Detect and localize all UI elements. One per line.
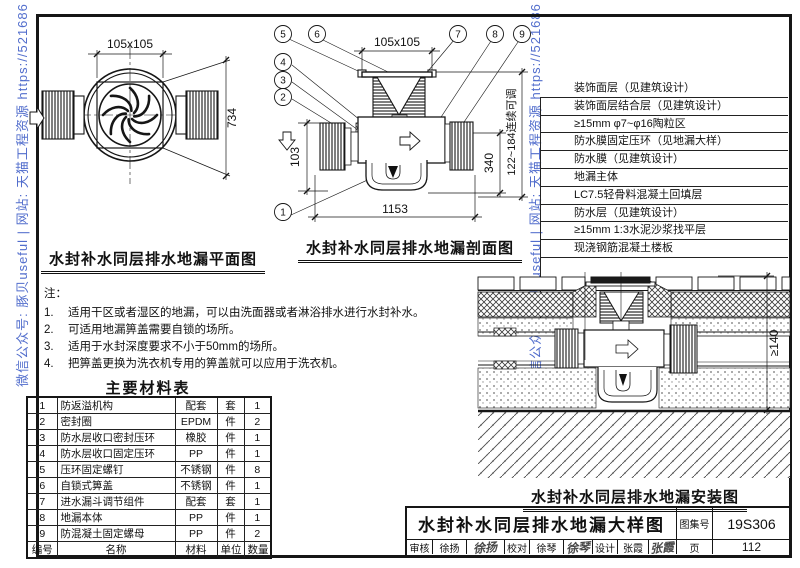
- section-dim-adjust: [436, 68, 528, 201]
- layer-label: 防水膜固定压环（见地漏大样）: [540, 133, 788, 152]
- install-drain-body: [583, 324, 790, 374]
- section-callout-numbers: 1 2 3 4 5 6 7 8 9: [280, 30, 525, 219]
- flow-arrow-icon: [615, 339, 639, 359]
- install-dim-right-label: ≥140: [767, 329, 781, 356]
- install-view-title: 水封补水同层排水地漏安装图: [480, 486, 790, 512]
- section-dim-right: [428, 129, 506, 197]
- install-view-drawing: ≥140: [477, 272, 791, 478]
- atlas-number-label: 图集号: [676, 508, 712, 539]
- vent-arrow-icon: [278, 131, 296, 151]
- flow-arrow-icon: [399, 130, 421, 152]
- install-dim-right: [718, 272, 774, 414]
- plan-dim-right-label: 734: [225, 108, 239, 128]
- layer-label: LC7.5轻骨料混凝土回填层: [540, 187, 788, 205]
- layer-leader-line: [540, 97, 541, 335]
- plan-dim-top-label: 105x105: [107, 37, 153, 51]
- section-dim-right-label: 340: [482, 153, 496, 173]
- notes: 注： 1. 适用干区或者湿区的地漏，可以由洗面器或者淋浴排水进行水封补水。 2.…: [44, 286, 480, 373]
- layer-label: 地漏主体: [540, 169, 788, 187]
- title-block: 水封补水同层排水地漏大样图 图集号 19S306 审核 徐扬 徐扬 校对 徐琴 …: [405, 506, 792, 558]
- section-drain-body: [357, 116, 446, 164]
- design-signature: 张霞: [648, 539, 676, 556]
- svg-text:8: 8: [492, 30, 498, 41]
- section-view-drawing: 1 2 3 4 5 6 7 8 9 105x105 103 1153 340 1…: [274, 25, 531, 222]
- svg-text:6: 6: [314, 30, 320, 41]
- section-dim-top-label: 105x105: [374, 35, 420, 49]
- check-name: 徐琴: [529, 539, 563, 555]
- note-item: 2. 可适用地漏箅盖需要自锁的场所。: [44, 324, 241, 336]
- plan-view-drawing: 105x105 734: [29, 37, 239, 184]
- note-item: 3. 适用于水封深度要求不小于50mm的场所。: [44, 341, 284, 353]
- layer-label: 装饰面层（见建筑设计）: [540, 80, 788, 98]
- flow-arrow-icon: [29, 105, 45, 131]
- install-trap-bowl: [597, 367, 658, 403]
- layer-label: ≥15mm 1:3水泥沙浆找平层: [540, 222, 788, 241]
- plan-dim-right: [162, 56, 231, 180]
- material-table-title: 主要材料表: [105, 380, 191, 397]
- section-dim-top: [354, 47, 440, 70]
- section-grate-funnel: [357, 69, 437, 122]
- section-leader-lines: [288, 38, 519, 216]
- install-slab: [478, 409, 790, 478]
- section-right-connector: [444, 121, 474, 171]
- notes-heading: 注：: [44, 288, 67, 300]
- plan-dim-top: [88, 50, 172, 78]
- svg-text:1: 1: [280, 208, 286, 219]
- layer-label: 现浇钢筋混凝土楼板: [540, 240, 788, 258]
- section-left-connector: [319, 122, 359, 171]
- atlas-number-value: 19S306: [712, 508, 790, 539]
- section-dim-left-label: 103: [288, 147, 302, 167]
- install-left-pipe: [478, 327, 585, 370]
- note-item: 4. 把箅盖更换为洗衣机专用的箅盖就可以应用于洗衣机。: [44, 358, 344, 370]
- plan-right-connector: [175, 90, 219, 140]
- layer-label: 装饰面层结合层（见建筑设计）: [540, 98, 788, 116]
- check-label: 校对: [504, 539, 529, 555]
- page-label: 页: [676, 539, 712, 555]
- layer-label: ≥15mm φ7~φ16陶粒区: [540, 116, 788, 134]
- svg-text:3: 3: [280, 76, 286, 87]
- section-dim-left: [278, 119, 328, 195]
- sheet-title: 水封补水同层排水地漏大样图: [418, 516, 665, 535]
- review-name: 徐扬: [432, 539, 466, 555]
- page-number: 112: [712, 539, 790, 554]
- install-leader-lines: [584, 272, 622, 360]
- note-item: 1. 适用干区或者湿区的地漏，可以由洗面器或者淋浴排水进行水封补水。: [44, 307, 425, 319]
- layer-label: 防水膜（见建筑设计）: [540, 151, 788, 169]
- plan-left-connector: [41, 90, 85, 140]
- check-signature: 徐琴: [563, 539, 592, 556]
- svg-text:5: 5: [280, 30, 286, 41]
- section-trap-bowl: [365, 160, 428, 191]
- section-view-title: 水封补水同层排水地漏剖面图: [285, 237, 535, 263]
- plan-swirl-grate: [101, 86, 159, 144]
- section-dim-bottom: [308, 175, 482, 222]
- review-signature: 徐扬: [466, 539, 504, 556]
- layer-label-list: 装饰面层（见建筑设计） 装饰面层结合层（见建筑设计） ≥15mm φ7~φ16陶…: [540, 80, 788, 258]
- section-dim-adjust-label: 122~184连续可调: [504, 88, 518, 175]
- review-label: 审核: [407, 539, 432, 555]
- svg-text:7: 7: [455, 30, 461, 41]
- plan-view-title: 水封补水同层排水地漏平面图: [38, 248, 268, 274]
- svg-text:4: 4: [280, 58, 286, 69]
- svg-text:9: 9: [519, 30, 525, 41]
- section-callouts: [274, 25, 531, 221]
- section-dim-bottom-label: 1153: [382, 202, 408, 216]
- design-label: 设计: [592, 539, 617, 555]
- install-grate-funnel: [585, 276, 656, 331]
- layer-label: 防水层（见建筑设计）: [540, 205, 788, 223]
- install-tile-layer: [477, 276, 791, 291]
- table-footer-row: 编号名称材料单位数量: [26, 541, 272, 559]
- install-crosshatch-layer: [477, 279, 791, 318]
- svg-text:2: 2: [280, 93, 286, 104]
- design-name: 张霞: [617, 539, 648, 555]
